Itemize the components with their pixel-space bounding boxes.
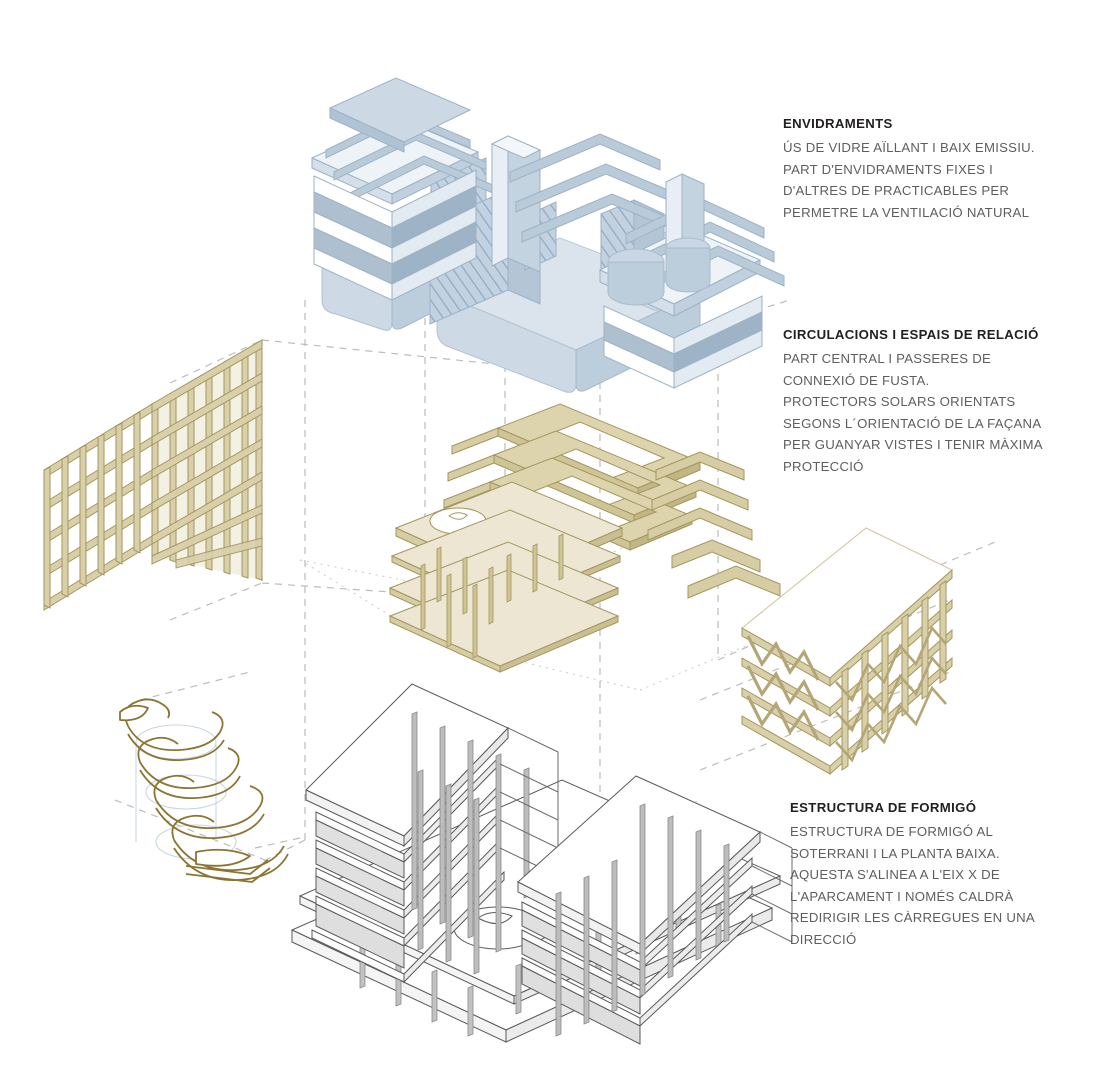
note-line: PROTECTORS SOLARS ORIENTATS: [783, 394, 1016, 409]
glazing-layer: [310, 77, 785, 393]
note-circulacions: CIRCULACIONS I ESPAIS DE RELACIÓ PART CE…: [783, 327, 1083, 477]
concrete-structure: [290, 683, 793, 1045]
note-line: PERMETRE LA VENTILACIÓ NATURAL: [783, 204, 1030, 220]
note-line: L'APARCAMENT I NOMÉS CALDRÀ: [790, 888, 1014, 904]
note-line: DIRECCIÓ: [790, 931, 857, 947]
note-estructura: ESTRUCTURA DE FORMIGÓ ESTRUCTURA DE FORM…: [790, 800, 1090, 950]
note-line: PART D'ENVIDRAMENTS FIXES I: [783, 161, 994, 177]
note-line: ESTRUCTURA DE FORMIGÓ AL: [790, 824, 994, 839]
timber-lattice-screen-left: [43, 339, 263, 611]
note-title-envidraments: ENVIDRAMENTS: [783, 116, 893, 131]
note-line: SOTERRANI I LA PLANTA BAIXA.: [790, 845, 1000, 861]
note-line: REDIRIGIR LES CÀRREGUES EN UNA: [790, 910, 1035, 925]
glazing-left-floors: [313, 169, 477, 301]
timber-posts: [420, 533, 564, 659]
timber-truss-screen-right: [741, 527, 953, 776]
note-line: AQUESTA S'ALINEA A L'EIX X DE: [790, 867, 1000, 882]
concrete-block-left: [305, 683, 559, 984]
note-line: CONNEXIÓ DE FUSTA.: [783, 372, 930, 388]
note-line: PROTECCIÓ: [783, 458, 864, 474]
note-line: ÚS DE VIDRE AÏLLANT I BAIX EMISSIU.: [783, 140, 1035, 155]
note-title-estructura: ESTRUCTURA DE FORMIGÓ: [790, 800, 977, 815]
note-title-circulacions: CIRCULACIONS I ESPAIS DE RELACIÓ: [783, 327, 1039, 342]
spiral-ramp: [119, 698, 289, 883]
note-line: PER GUANYAR VISTES I TENIR MÀXIMA: [783, 437, 1043, 452]
glazing-cores-round: [607, 237, 711, 306]
timber-circulation-decks: [388, 403, 781, 673]
note-line: PART CENTRAL I PASSERES DE: [783, 351, 992, 366]
note-envidraments: ENVIDRAMENTS ÚS DE VIDRE AÏLLANT I BAIX …: [783, 116, 1083, 223]
note-line: SEGONS L´ORIENTACIÓ DE LA FAÇANA: [783, 415, 1042, 431]
glazing-left-wing: [310, 77, 501, 301]
concrete-block-right: [517, 775, 793, 1045]
note-line: D'ALTRES DE PRACTICABLES PER: [783, 183, 1010, 198]
